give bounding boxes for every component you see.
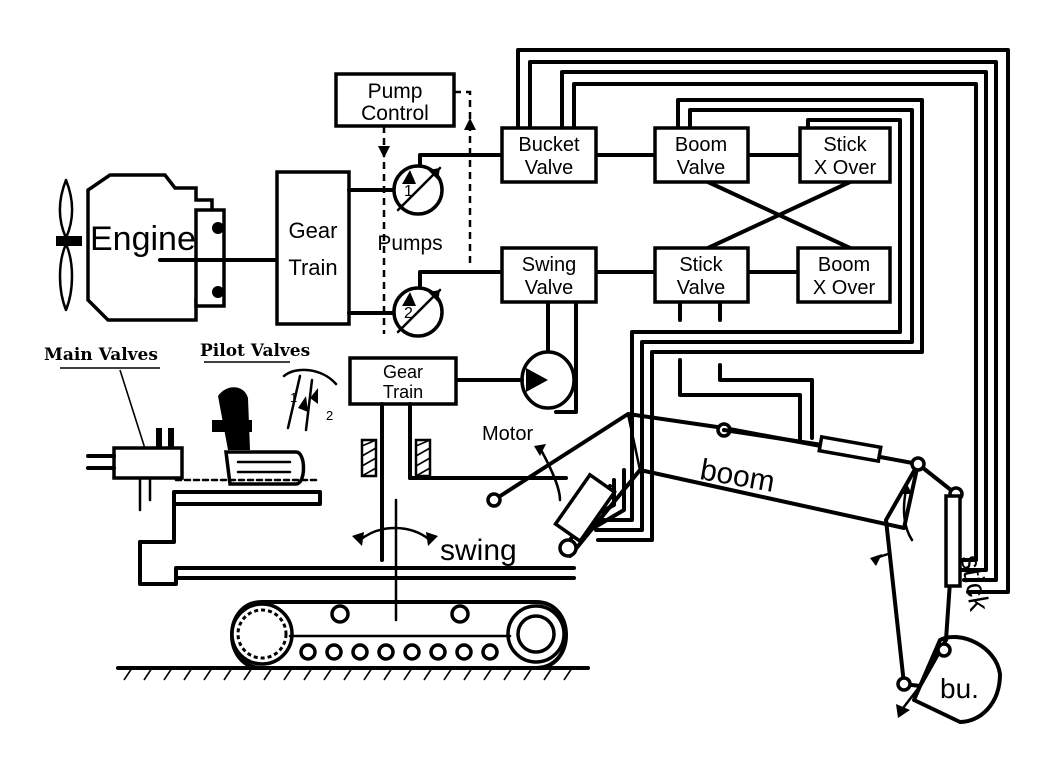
pump-2-number: 2 (404, 305, 413, 322)
swing-motor (454, 350, 576, 410)
swing-valve-label-1: Swing (522, 254, 576, 276)
pump-control: Pump Control (334, 72, 476, 334)
bucket-valve: Bucket Valve (500, 126, 598, 184)
stick-label: stick (955, 552, 995, 614)
engine: Engine (56, 173, 279, 322)
main-valves (86, 428, 184, 512)
pilot-1-number: 1 (290, 390, 297, 405)
boom-label: boom (698, 453, 778, 499)
crawler-track (230, 600, 568, 670)
stick-valve: Stick Valve (653, 246, 750, 304)
bucket-valve-label-1: Bucket (518, 134, 580, 156)
ground (116, 666, 590, 681)
boom-x-over-label-2: X Over (813, 277, 876, 299)
gear-train-label-1: Gear (289, 218, 338, 243)
pump-1-number: 1 (404, 183, 413, 200)
pump-1: 1 (392, 164, 444, 216)
stick-x-over-label-2: X Over (814, 157, 877, 179)
engine-label: Engine (90, 220, 196, 258)
hydraulic-return-lines (516, 48, 1010, 594)
gear-train-swing-label-2: Train (383, 382, 423, 402)
stick-x-over: Stick X Over (798, 126, 892, 184)
pilot-2-number: 2 (326, 408, 333, 423)
bucket-label: bu. (940, 673, 979, 704)
gear-train-label-2: Train (288, 255, 337, 280)
pump-control-label-2: Control (361, 102, 429, 125)
stick-x-over-label-1: Stick (823, 134, 867, 156)
pilot-valves-label: Pilot Valves (200, 341, 310, 361)
operator-seat (174, 387, 322, 486)
bucket (896, 635, 1002, 724)
main-valves-label: Main Valves (44, 345, 158, 365)
swing-valve-label-2: Valve (525, 277, 574, 299)
pilot-valves: 1 2 (282, 368, 338, 432)
pumps-label: Pumps (377, 232, 442, 255)
gear-train-swing: Gear Train (348, 356, 458, 622)
swing-valve: Swing Valve (500, 246, 598, 304)
swing-label: swing (440, 534, 517, 567)
boom-x-over-label-1: Boom (818, 254, 870, 276)
gear-train-swing-label-1: Gear (383, 362, 423, 382)
stick-valve-label-2: Valve (677, 277, 726, 299)
boom-valve-label-1: Boom (675, 134, 727, 156)
gear-train-box: Gear Train (275, 170, 394, 326)
bucket-valve-label-2: Valve (525, 157, 574, 179)
pump-2: 2 (392, 286, 444, 338)
boom-valve: Boom Valve (653, 126, 750, 184)
stick-valve-label-1: Stick (679, 254, 723, 276)
boom-valve-label-2: Valve (677, 157, 726, 179)
pump-control-label-1: Pump (368, 80, 423, 103)
boom-x-over: Boom X Over (796, 246, 892, 304)
upper-structure (138, 476, 576, 586)
motor-label: Motor (482, 423, 533, 445)
